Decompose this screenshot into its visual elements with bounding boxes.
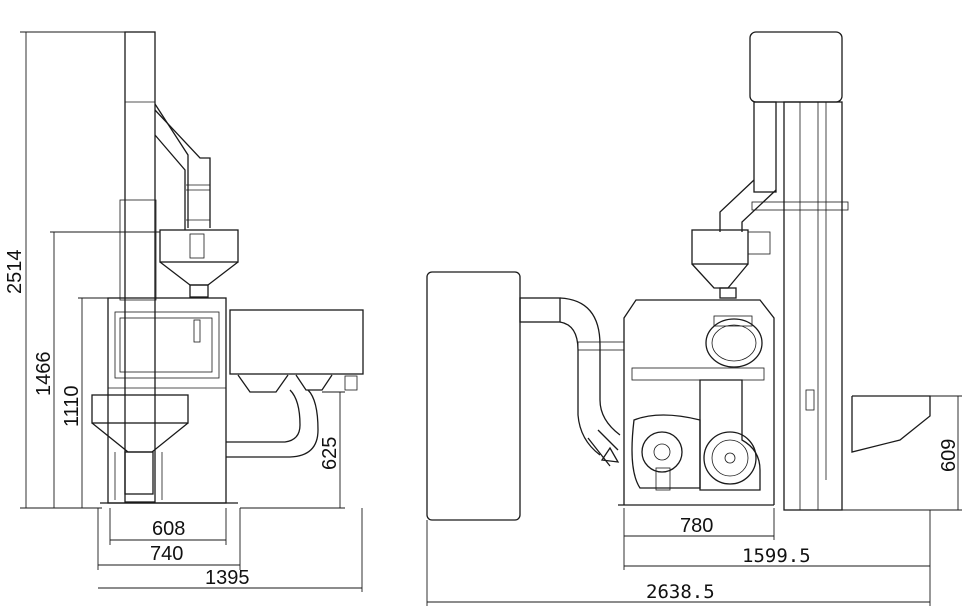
right-dimensions: 780 1599.5 2638.5 609 [426,395,962,606]
left-side-motor-box [229,309,364,393]
dim-base-width-label: 608 [152,518,185,540]
right-air-duct [519,297,625,467]
right-view [426,31,931,521]
left-view [91,31,364,504]
right-blower [600,414,701,491]
right-filter-cabinet [426,271,521,521]
dim-frame-width-label: 740 [150,543,183,565]
dim-overall-height-label: 2514 [4,250,26,295]
dim-outlet-height-label: 625 [319,437,341,470]
left-dimensions: 2514 1466 1110 625 608 740 1395 [4,31,363,592]
dim-overall-width-right-label: 2638.5 [646,581,715,603]
dim-body-height-label: 1110 [61,385,83,427]
right-upper-motor [705,315,763,368]
right-hopper [691,229,771,299]
left-hopper [159,229,239,298]
left-lower-funnel [91,394,189,500]
right-elbow-pipe [719,101,777,232]
right-fan-housing [699,379,761,491]
left-main-body [107,199,227,504]
left-column-stack [124,31,156,503]
right-main-frame [618,299,775,506]
dim-machine-width-label: 780 [680,515,713,537]
right-tall-column [749,31,849,511]
dim-overall-width-label: 1395 [205,567,250,589]
dim-partial-width-label: 1599.5 [742,545,811,567]
right-outlet-chute [841,395,931,510]
dim-right-outlet-height-label: 609 [938,439,960,472]
left-return-pipe [226,389,319,458]
dim-hopper-height-label: 1466 [33,352,55,397]
left-elbow-pipe [154,103,211,230]
